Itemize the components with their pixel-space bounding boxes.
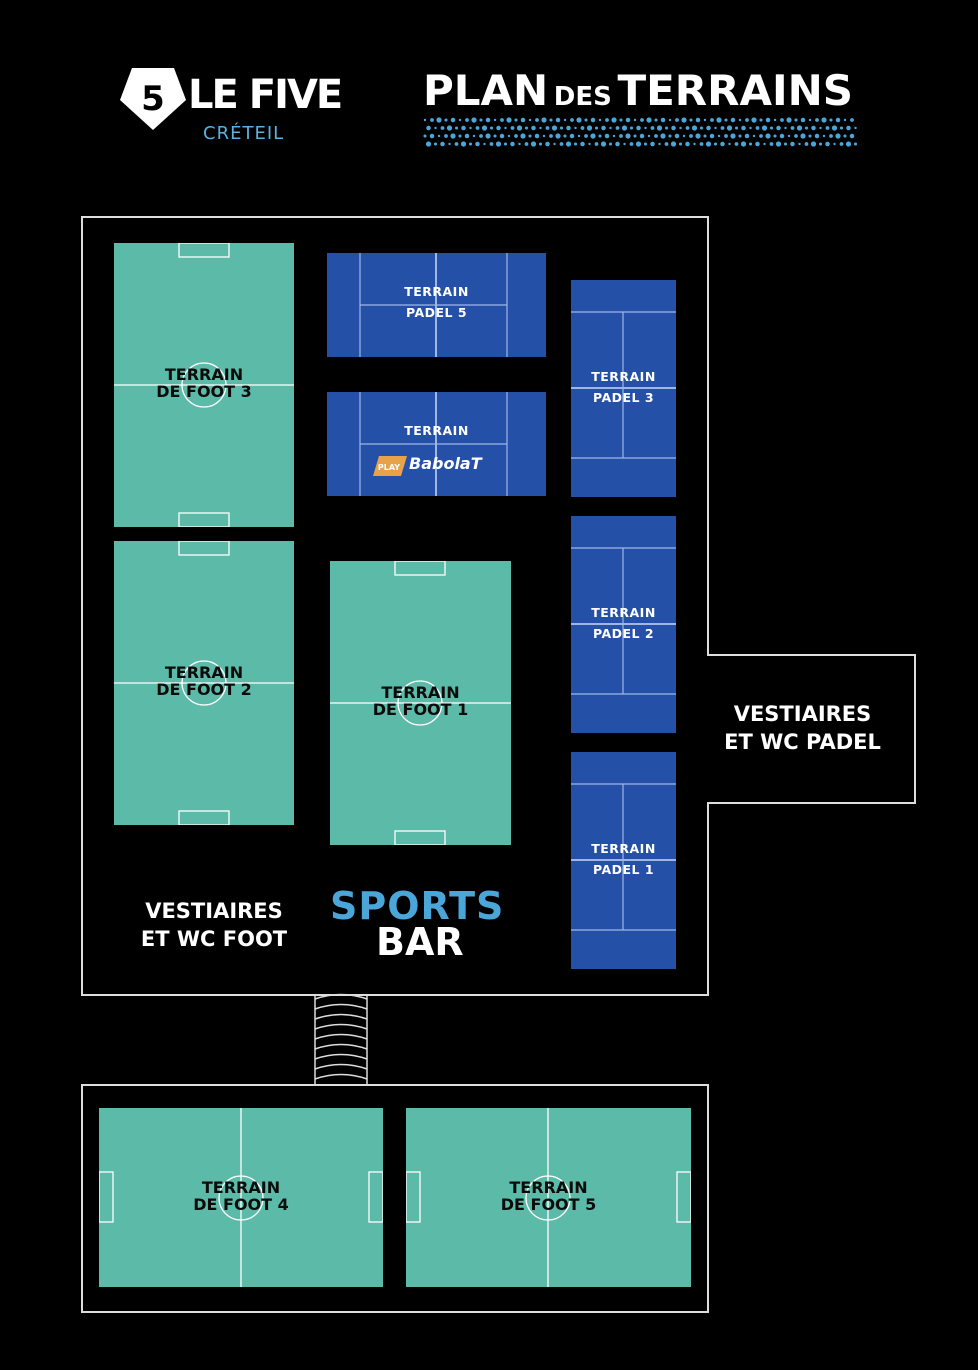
court-label-line2: DE FOOT 2 xyxy=(156,679,252,699)
court-label-line2: DE FOOT 1 xyxy=(372,699,469,719)
court-label-line1: TERRAIN xyxy=(591,605,656,620)
court-label-line1: TERRAIN xyxy=(404,284,469,299)
babolat-wordmark: BabolaT xyxy=(409,454,482,473)
page-title: PLAN DES TERRAINS xyxy=(423,66,853,115)
court-label-line2: DE FOOT 4 xyxy=(193,1194,289,1214)
padel-court-2[interactable]: TERRAIN PADEL 2 xyxy=(571,516,676,733)
sports-bar-subtitle: BAR xyxy=(376,920,464,964)
court-label-line1: TERRAIN xyxy=(404,423,469,438)
foot-court-2[interactable]: TERRAIN DE FOOT 2 xyxy=(114,541,294,825)
court-label-line2: DE FOOT 3 xyxy=(156,381,252,401)
vestiaires-foot-label: VESTIAIRES ET WC FOOT xyxy=(140,899,288,951)
court-label-line1: TERRAIN xyxy=(201,1178,281,1197)
court-label-line2: DE FOOT 5 xyxy=(500,1194,597,1214)
padel-court-3[interactable]: TERRAIN PADEL 3 xyxy=(571,280,676,497)
padel-court-5[interactable]: TERRAIN PADEL 5 xyxy=(327,253,546,357)
court-label-line2: PADEL 2 xyxy=(592,626,655,642)
babolat-logo: PLAY BabolaT xyxy=(373,454,503,476)
padel-court-1[interactable]: TERRAIN PADEL 1 xyxy=(571,752,676,969)
svg-text:PLAY: PLAY xyxy=(378,463,400,472)
babolat-play-icon: PLAY xyxy=(373,456,407,476)
foot-court-3[interactable]: TERRAIN DE FOOT 3 xyxy=(114,243,294,527)
court-label-line1: TERRAIN xyxy=(381,683,460,702)
court-label-line2: PADEL 3 xyxy=(592,390,655,406)
foot-court-5[interactable]: TERRAIN DE FOOT 5 xyxy=(406,1108,691,1287)
court-label-line1: TERRAIN xyxy=(164,365,244,384)
vestiaires-padel-label: VESTIAIRES ET WC PADEL xyxy=(724,702,881,754)
court-label-line2: PADEL 5 xyxy=(405,305,468,321)
brand-badge-icon: 5 xyxy=(120,68,186,130)
svg-text:5: 5 xyxy=(141,79,165,119)
title-underline-pattern xyxy=(423,117,858,147)
brand-name: LE FIVE xyxy=(188,72,343,118)
court-label-line1: TERRAIN xyxy=(509,1178,588,1197)
court-label-line2: PADEL 1 xyxy=(592,862,655,878)
court-label-line1: TERRAIN xyxy=(164,663,244,682)
foot-court-1[interactable]: TERRAIN DE FOOT 1 xyxy=(330,561,511,845)
sports-bar-title: SPORTS xyxy=(330,884,505,928)
court-label-line1: TERRAIN xyxy=(591,841,656,856)
foot-court-4[interactable]: TERRAIN DE FOOT 4 xyxy=(99,1108,383,1287)
padel-court-babolat[interactable]: TERRAIN PLAY BabolaT xyxy=(327,392,546,496)
brand-city: CRÉTEIL xyxy=(203,123,285,144)
stairs-icon xyxy=(314,993,368,1085)
court-label-line1: TERRAIN xyxy=(591,369,656,384)
